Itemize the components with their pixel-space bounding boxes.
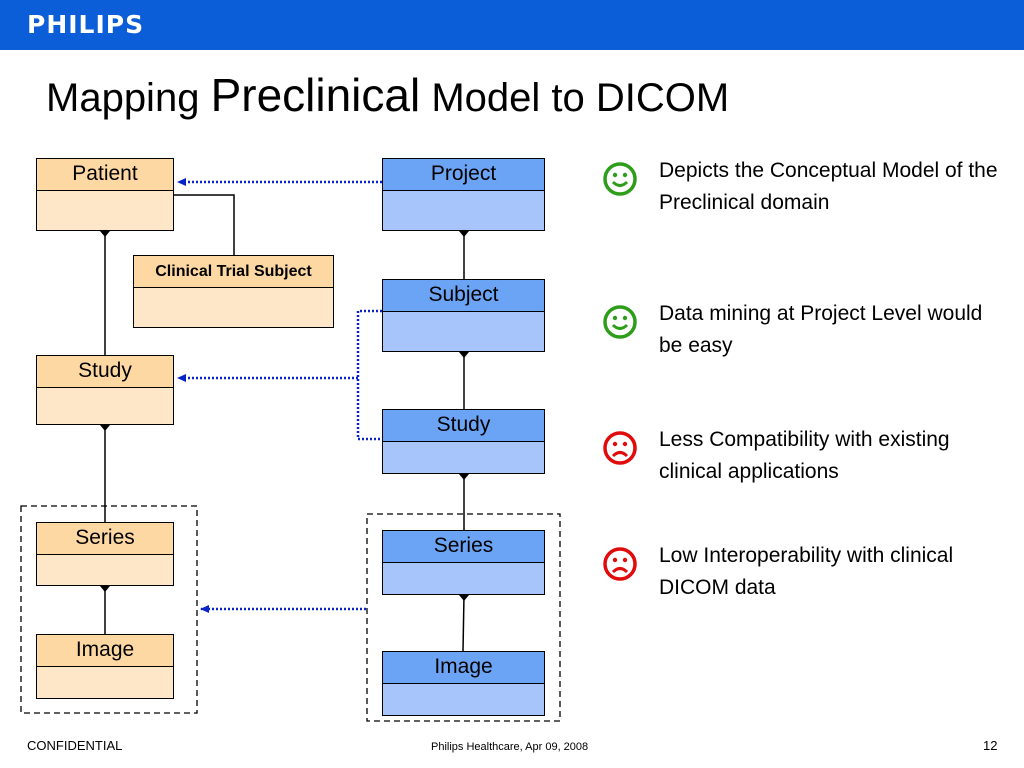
bullet-text: Data mining at Project Level would be ea… [659, 302, 983, 357]
dicom-study-box: Study [36, 355, 174, 425]
preclinical-study-box: Study [382, 409, 545, 474]
preclinical-subject-box: Subject [382, 279, 545, 352]
bullet-item: Low Interoperability with clinical DICOM… [598, 540, 1018, 610]
smiley-face-icon [603, 162, 637, 196]
dicom-image-box: Image [36, 634, 174, 699]
box-title: Clinical Trial Subject [134, 256, 333, 288]
box-title: Study [37, 356, 173, 388]
philips-logo: PHILIPS [27, 10, 145, 39]
box-title: Series [37, 523, 173, 555]
bullet-item: Depicts the Conceptual Model of the Prec… [598, 155, 1018, 225]
footer-company-date: Philips Healthcare, Apr 09, 2008 [431, 741, 589, 753]
preclinical-image-box: Image [382, 651, 545, 716]
bullet-item: Data mining at Project Level would be ea… [598, 298, 1018, 368]
confidential-label: CONFIDENTIAL [27, 738, 123, 753]
header-bar: PHILIPS [0, 0, 1024, 50]
box-title: Image [37, 635, 173, 667]
box-title: Image [383, 652, 544, 684]
preclinical-series-box: Series [382, 530, 545, 595]
patient-clinical-trial-subject-link [174, 194, 235, 255]
dicom-series-image-group-frame [20, 505, 198, 714]
title-part-mapping: Mapping [46, 76, 211, 120]
page-number: 12 [983, 738, 998, 753]
bullet-text: Less Compatibility with existing clinica… [659, 428, 950, 483]
title-part-preclinical: Preclinical [210, 69, 421, 121]
frowning-face-icon [603, 431, 637, 465]
dicom-patient-box: Patient [36, 158, 174, 231]
title-part-model-to-dicom: Model to DICOM [420, 76, 730, 120]
dicom-clinical-trial-subject-box: Clinical Trial Subject [133, 255, 334, 328]
subject-study-mapping-bracket [356, 309, 382, 441]
box-title: Series [383, 531, 544, 563]
smiley-face-icon [603, 305, 637, 339]
box-title: Subject [383, 280, 544, 312]
dicom-series-box: Series [36, 522, 174, 586]
bullet-text: Low Interoperability with clinical DICOM… [659, 544, 954, 599]
frowning-face-icon [603, 547, 637, 581]
bullet-item: Less Compatibility with existing clinica… [598, 424, 1018, 494]
slide-title: Mapping Preclinical Model to DICOM [46, 68, 729, 122]
box-title: Study [383, 410, 544, 442]
preclinical-project-box: Project [382, 158, 545, 231]
series-image-link-right [462, 594, 465, 652]
box-title: Project [383, 159, 544, 191]
box-title: Patient [37, 159, 173, 191]
bullet-text: Depicts the Conceptual Model of the Prec… [659, 159, 998, 214]
